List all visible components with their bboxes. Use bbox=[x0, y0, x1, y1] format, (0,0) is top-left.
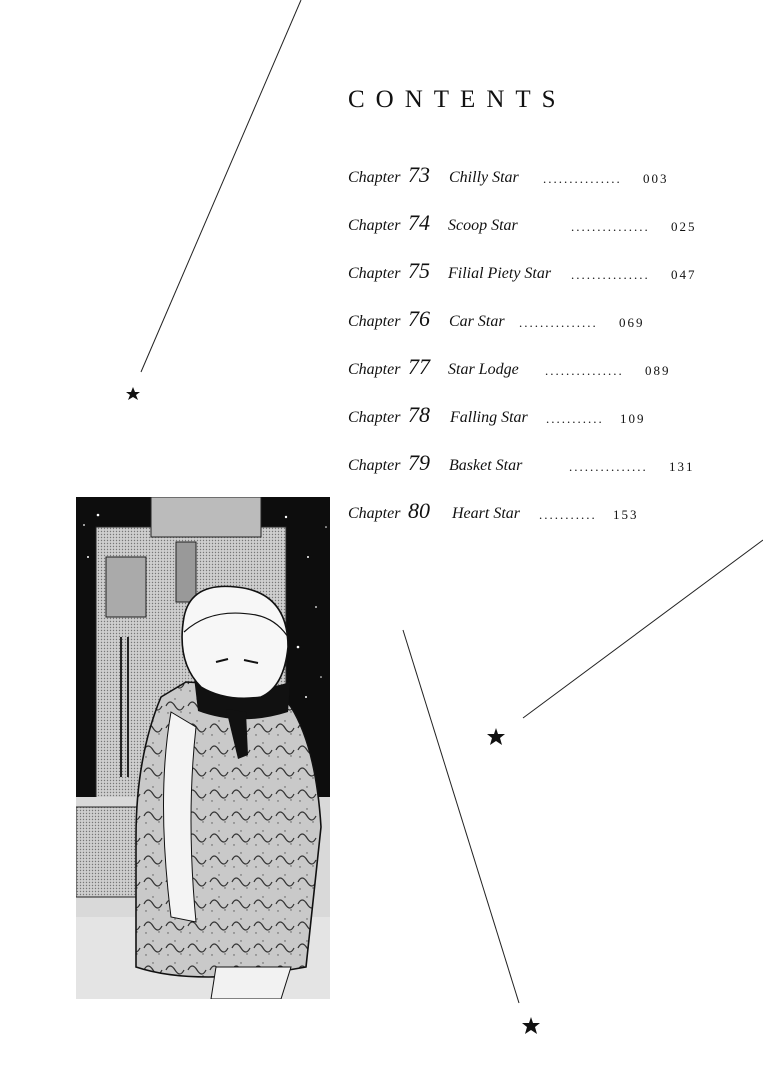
dot-leader: ............... bbox=[569, 459, 648, 474]
chapter-title: Car Star bbox=[449, 313, 505, 330]
chapter-title: Star Lodge bbox=[448, 361, 519, 378]
chapter-title: Basket Star bbox=[449, 457, 523, 474]
chapter-word: Chapter bbox=[348, 409, 401, 426]
chapter-title: Filial Piety Star bbox=[448, 265, 552, 282]
contents-heading: CONTENTS bbox=[348, 86, 567, 113]
chapter-number: 79 bbox=[408, 450, 430, 475]
chapter-number: 80 bbox=[408, 498, 430, 523]
chapter-title: Chilly Star bbox=[449, 169, 519, 186]
chapter-number: 77 bbox=[408, 354, 430, 379]
chapter-title: Falling Star bbox=[450, 409, 528, 426]
dot-leader: ............... bbox=[571, 267, 650, 282]
chapter-word: Chapter bbox=[348, 313, 401, 330]
chapter-number: 78 bbox=[408, 402, 430, 427]
chapter-word: Chapter bbox=[348, 457, 401, 474]
chapter-word: Chapter bbox=[348, 361, 401, 378]
chapter-word: Chapter bbox=[348, 169, 401, 186]
dot-leader: ............... bbox=[543, 171, 622, 186]
dot-leader: ............... bbox=[545, 363, 624, 378]
chapter-title: Scoop Star bbox=[448, 217, 518, 234]
chapter-word: Chapter bbox=[348, 505, 401, 522]
chapter-number: 75 bbox=[408, 258, 430, 283]
page-number: 089 bbox=[645, 363, 671, 378]
page-number: 003 bbox=[643, 171, 669, 186]
chapter-word: Chapter bbox=[348, 217, 401, 234]
dot-leader: ........... bbox=[539, 507, 597, 522]
chapter-number: 73 bbox=[408, 162, 430, 187]
dot-leader: ........... bbox=[546, 411, 604, 426]
page-number: 153 bbox=[613, 507, 639, 522]
page-number: 109 bbox=[620, 411, 646, 426]
page-number: 069 bbox=[619, 315, 645, 330]
chapter-number: 74 bbox=[408, 210, 430, 235]
manga-illustration bbox=[76, 497, 330, 999]
dot-leader: ............... bbox=[571, 219, 650, 234]
chapter-number: 76 bbox=[408, 306, 430, 331]
page-number: 025 bbox=[671, 219, 697, 234]
chapter-word: Chapter bbox=[348, 265, 401, 282]
page-number: 047 bbox=[671, 267, 697, 282]
dot-leader: ............... bbox=[519, 315, 598, 330]
page-number: 131 bbox=[669, 459, 695, 474]
chapter-title: Heart Star bbox=[452, 505, 520, 522]
